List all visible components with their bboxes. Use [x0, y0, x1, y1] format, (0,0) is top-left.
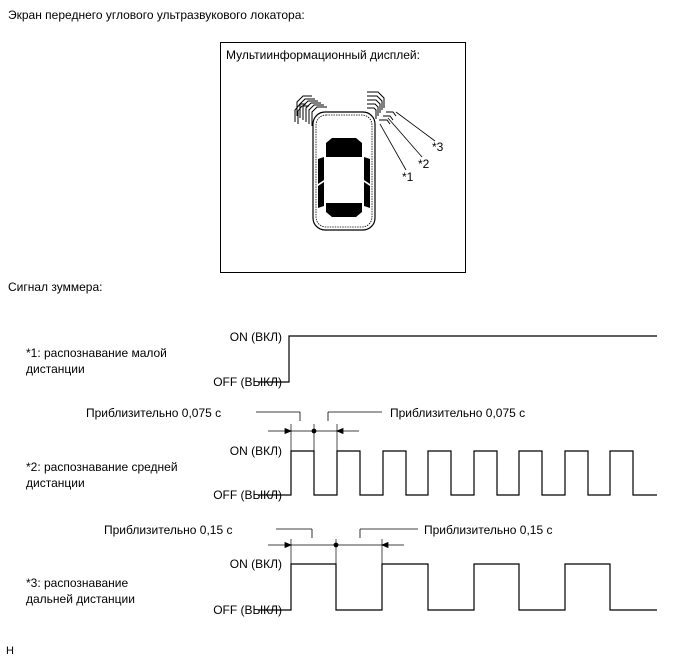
left-rear-window-icon — [318, 182, 324, 208]
signal3-off-label: OFF (ВЫКЛ) — [213, 603, 282, 617]
signal2-dimension — [256, 411, 382, 452]
signal2-label-line1: *2: распознавание средней — [26, 460, 178, 474]
signal2-label-line2: дистанции — [26, 476, 85, 490]
signal2-off-label: OFF (ВЫКЛ) — [213, 488, 282, 502]
callout-1: *1 — [402, 170, 414, 184]
signal3-label-line2: дальней дистанции — [26, 592, 135, 606]
screen-title: Экран переднего углового ультразвукового… — [8, 8, 305, 22]
car-icon — [312, 111, 376, 231]
callout-leaders — [379, 111, 436, 171]
signal3-note-right: Приблизительно 0,15 с — [424, 523, 553, 537]
signal3-dimension — [268, 528, 418, 565]
signal2-note-left: Приблизительно 0,075 с — [86, 406, 222, 420]
right-front-window-icon — [364, 157, 370, 184]
rear-window-icon — [326, 203, 362, 217]
callout-2: *2 — [418, 157, 430, 171]
multi-info-display-box — [220, 42, 466, 273]
callout-3: *3 — [432, 140, 444, 154]
windshield-icon — [326, 138, 362, 157]
signal1-label-line1: *1: распознавание малой — [26, 346, 167, 360]
right-rear-window-icon — [364, 182, 370, 208]
signal2-note-right: Приблизительно 0,075 с — [390, 406, 526, 420]
signal3-label-line1: *3: распознавание — [26, 576, 129, 590]
signal1-off-label: OFF (ВЫКЛ) — [213, 375, 282, 389]
signal3-on-label: ON (ВКЛ) — [229, 557, 282, 571]
signal1-on-label: ON (ВКЛ) — [229, 330, 282, 344]
signal2-waveform — [258, 450, 657, 496]
signal2-on-label: ON (ВКЛ) — [229, 444, 282, 458]
left-front-window-icon — [318, 157, 324, 184]
signal1-label-line2: дистанции — [26, 362, 85, 376]
signal3-waveform — [258, 563, 657, 611]
signal1-waveform — [258, 335, 657, 383]
left-sensor-arcs-icon — [294, 95, 327, 126]
buzzer-title: Сигнал зуммера: — [8, 280, 103, 294]
signal3-note-left: Приблизительно 0,15 с — [104, 523, 233, 537]
display-title: Мультиинформационный дисплей: — [226, 48, 420, 62]
right-sensor-arcs-icon — [367, 91, 397, 125]
footer-code: H — [6, 645, 14, 657]
